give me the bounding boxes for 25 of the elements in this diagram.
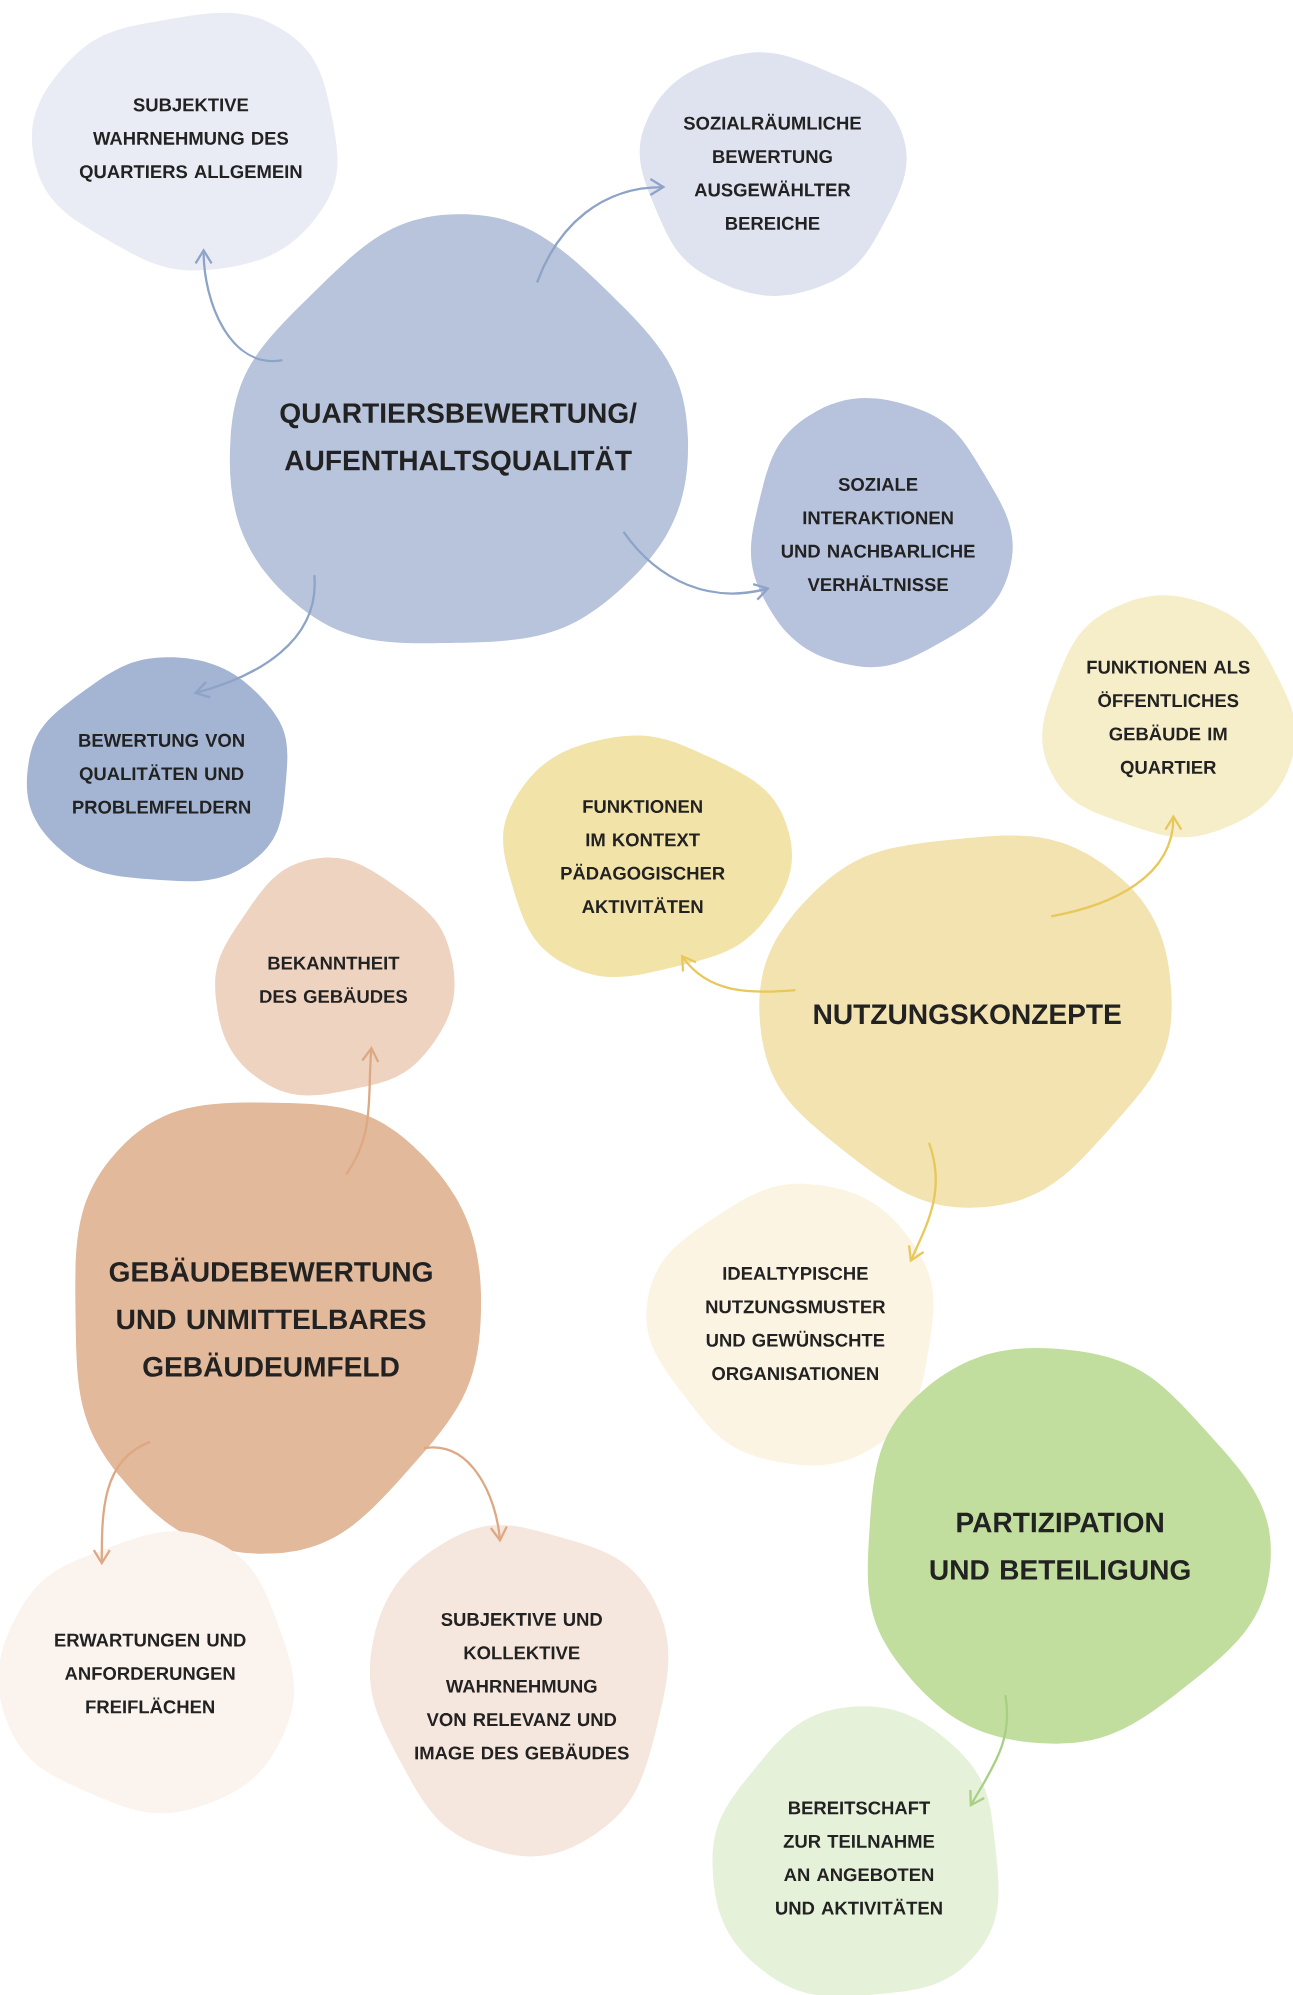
bubble: SUBJEKTIVE WAHRNEHMUNG DES QUARTIERS ALLGEMEIN [31,12,338,271]
bubble: NUTZUNGSKONZEPTE [759,835,1172,1208]
bubble: SOZIALE INTERAKTIONEN UND NACHBARLICHE VERHÄLTNISSE [750,398,1013,668]
arrow [907,1142,937,1263]
arrow [969,1694,1009,1808]
arrow [92,1440,151,1566]
bubble: BEKANNTHEIT DES GEBÄUDES [215,857,455,1096]
arrow [1050,814,1183,918]
bubble: BEWERTUNG VON QUALITÄTEN UND PROBLEMFELDERN [26,657,288,882]
arrow [193,575,316,699]
arrow [345,1046,380,1176]
arrow [680,954,796,993]
arrow [194,248,283,362]
bubble: ERWARTUNGEN UND ANFORDERUNGEN FREIFLÄCHEN [0,1531,294,1814]
arrow [622,531,770,601]
arrow [423,1446,508,1543]
arrow [536,178,666,283]
bubble: IDEALTYPISCHE NUTZUNGSMUSTER UND GEWÜNSCHTE ORGANISATIONEN [646,1183,934,1466]
bubble: SOZIALRÄUMLICHE BEWERTUNG AUSGEWÄHLTER BEREICHE [639,52,907,296]
bubble: GEBÄUDEBEWERTUNG UND UNMITTELBARES GEBÄUDEUMFELD [75,1102,482,1554]
bubble: BEREITSCHAFT ZUR TEILNAHME AN ANGEBOTEN UND AKTIVITÄTEN [712,1706,999,1995]
bubble: QUARTIERSBEWERTUNG/ AUFENTHALTSQUALITÄT [229,214,688,644]
bubble: FUNKTIONEN IM KONTEXT PÄDAGOGISCHER AKTIVITÄTEN [503,735,792,977]
bubble: SUBJEKTIVE UND KOLLEKTIVE WAHRNEHMUNG VON RELEVANZ UND IMAGE DES GEBÄUDES [369,1524,669,1857]
bubble: FUNKTIONEN ALS ÖFFENTLICHES GEBÄUDE IM QUARTIER [1042,595,1293,838]
